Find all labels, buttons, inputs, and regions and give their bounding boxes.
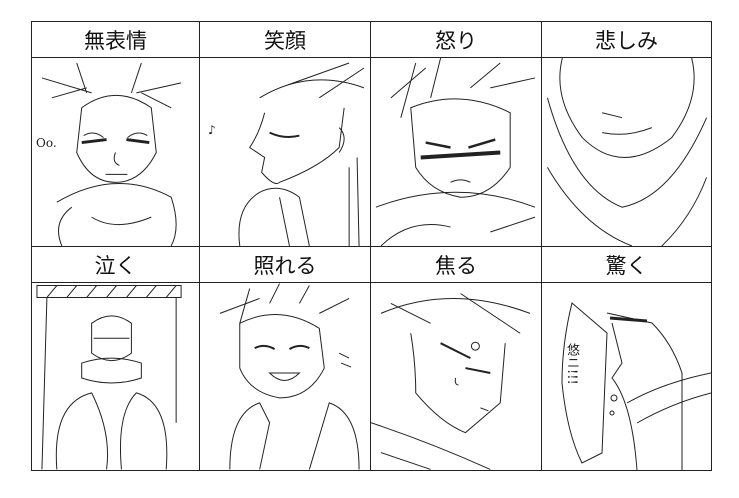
sfx-text: Oo. bbox=[36, 136, 57, 150]
panel-smile: ♪ bbox=[200, 58, 371, 247]
label-panic: 焦る bbox=[371, 247, 542, 283]
sfx-text: ♪ bbox=[208, 123, 216, 137]
panel-panic bbox=[371, 283, 542, 470]
label-crying: 泣く bbox=[32, 247, 200, 283]
panel-sadness bbox=[542, 58, 711, 247]
panel-embarrassed bbox=[200, 283, 371, 470]
panel-anger bbox=[371, 58, 542, 247]
sfx-text: 悠ニ!!! bbox=[564, 343, 579, 385]
panel-surprise: 悠ニ!!! bbox=[542, 283, 711, 470]
label-neutral: 無表情 bbox=[32, 22, 200, 58]
label-surprise: 驚く bbox=[542, 247, 711, 283]
expression-sheet: 無表情 笑顔 怒り 悲しみ Oo. ♪ bbox=[31, 21, 712, 471]
panel-crying bbox=[32, 283, 200, 470]
label-embarrassed: 照れる bbox=[200, 247, 371, 283]
label-anger: 怒り bbox=[371, 22, 542, 58]
panel-neutral: Oo. bbox=[32, 58, 200, 247]
label-smile: 笑顔 bbox=[200, 22, 371, 58]
label-sadness: 悲しみ bbox=[542, 22, 711, 58]
